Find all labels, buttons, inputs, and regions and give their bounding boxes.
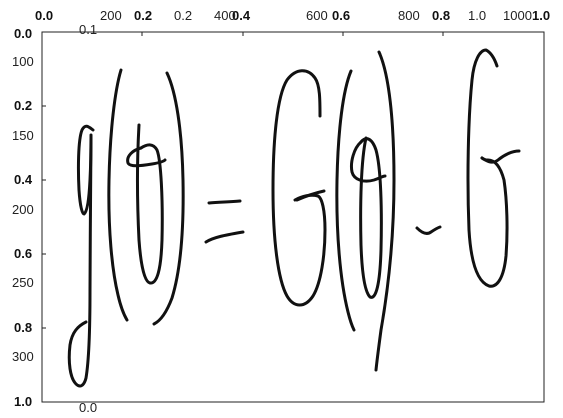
top-tick-label-4: 0.8 [432, 8, 450, 23]
top-tick-label-5: 1.0 [532, 8, 550, 23]
stroke-theta-2-oval [359, 136, 383, 299]
top-sec-label-1: 400 [214, 8, 236, 23]
top-tick-label-1b: 0.2 [174, 8, 192, 23]
stroke-right-paren-2 [374, 50, 396, 372]
stroke-equals-bottom [204, 230, 245, 244]
left-tick-label-5: 1.0 [14, 394, 32, 409]
left-tick-label-2: 0.4 [14, 172, 33, 187]
top-tick-label-3: 0.6 [332, 8, 350, 23]
top-tick-label-1: 0.2 [134, 8, 152, 23]
top-sec-label-4: 1000 [503, 8, 532, 23]
stroke-right-paren-1 [152, 71, 185, 326]
stroke-theta-1-oval [136, 123, 164, 285]
top-overlap-label-0: 0.1 [79, 22, 97, 37]
left-tick-label-0: 0.0 [14, 26, 32, 41]
stroke-theta-1-loop [126, 146, 167, 168]
stroke-G-2 [466, 48, 509, 288]
bottom-label: 0.0 [79, 400, 97, 415]
top-sec-label-3: 800 [398, 8, 420, 23]
left-sec-label-4: 300 [12, 349, 34, 364]
left-sec-label-3: 250 [12, 275, 34, 290]
stroke-G-2-bar [480, 149, 521, 164]
stroke-equals-top [207, 199, 242, 205]
top-tick-label-2: 0.4 [232, 8, 251, 23]
left-sec-label-0: 100 [12, 54, 34, 69]
stroke-G-1 [271, 69, 327, 307]
top-sec-label-5: 1.0 [468, 8, 486, 23]
left-sec-label-2: 200 [12, 202, 34, 217]
stroke-minus [415, 225, 442, 235]
stroke-G-1-bar [295, 189, 326, 202]
left-sec-label-1: 150 [12, 128, 34, 143]
top-tick-label-0: 0.0 [35, 8, 53, 23]
stroke-g-stem [67, 136, 93, 388]
top-sec-label-0: 200 [100, 8, 122, 23]
handwriting-strokes [67, 48, 521, 388]
left-tick-label-3: 0.6 [14, 246, 32, 261]
left-tick-label-1: 0.2 [14, 98, 32, 113]
stroke-left-paren-1 [107, 68, 129, 322]
left-tick-label-4: 0.8 [14, 320, 32, 335]
plot-frame [41, 31, 545, 403]
stroke-left-paren-2 [335, 69, 356, 332]
top-sec-label-2: 600 [306, 8, 328, 23]
left-axis-ticks [42, 31, 46, 403]
top-axis-ticks [41, 32, 545, 36]
stroke-theta-2-loop [350, 140, 387, 183]
